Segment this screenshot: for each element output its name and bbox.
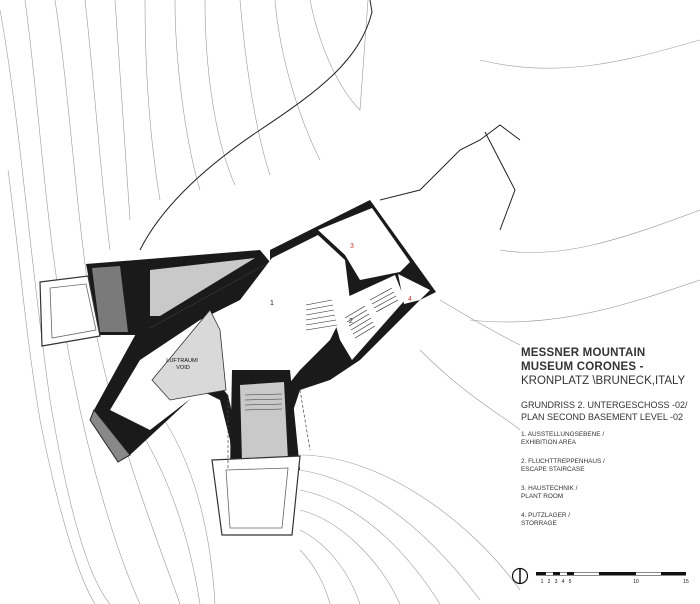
bridge-lower-left — [89, 409, 131, 463]
sheet-title: GRUNDRISS 2. UNTERGESCHOSS -02/ PLAN SEC… — [521, 400, 688, 422]
plant-room — [318, 208, 410, 280]
building — [39, 200, 436, 536]
storage-room — [398, 274, 430, 304]
room-number-4: 4 — [408, 296, 412, 303]
legend-item-line2: EXHIBITION AREA — [521, 439, 577, 446]
bridge-bottom — [211, 455, 301, 536]
legend-item-line1: 2. FLUCHTTREPPENHAUS / — [521, 458, 605, 465]
north-arrow-icon — [511, 567, 529, 585]
void-label: LUFTRAUM/ VOID — [166, 358, 200, 371]
page-subtitle: KRONPLATZ \BRUNECK,ITALY — [521, 375, 686, 387]
legend-list: 1. AUSSTELLUNGSEBENE /EXHIBITION AREA 2.… — [521, 431, 697, 539]
legend-item-line2: STORRAGE — [521, 520, 557, 527]
legend-item: 4. PUTZLAGER /STORRAGE — [521, 512, 697, 528]
scale-tick: 1 — [541, 579, 544, 585]
scale-tick: 4 — [562, 579, 565, 585]
void-area — [151, 309, 227, 401]
scale-tick: 3 — [555, 579, 558, 585]
scale-bar-track — [536, 572, 686, 576]
room-number-3: 3 — [350, 243, 354, 250]
legend-item-line1: 4. PUTZLAGER / — [521, 512, 571, 519]
escape-staircase — [305, 275, 405, 360]
scale-tick: 10 — [633, 579, 639, 585]
legend-item: 3. HAUSTECHNIK /PLANT ROOM — [521, 485, 697, 501]
scale-tick: 15 — [683, 579, 689, 585]
page-title: MESSNER MOUNTAIN MUSEUM CORONES - — [521, 347, 646, 373]
void-label-line2: VOID — [176, 365, 190, 371]
legend-item-line2: ESCAPE STAIRCASE — [521, 466, 585, 473]
legend-item: 2. FLUCHTTREPPENHAUS /ESCAPE STAIRCASE — [521, 458, 697, 474]
legend-item-line2: PLANT ROOM — [521, 493, 564, 500]
room-number-1: 1 — [270, 300, 274, 307]
legend-item-line1: 3. HAUSTECHNIK / — [521, 485, 578, 492]
void-label-line1: LUFTRAUM/ — [166, 358, 198, 364]
scale-ticks: 1 2 3 4 5 10 15 — [541, 579, 689, 585]
room-number-2: 2 — [349, 318, 353, 325]
scale-bar: 1 2 3 4 5 10 15 — [511, 567, 689, 585]
site-outline — [139, 0, 521, 251]
legend-item-line1: 1. AUSSTELLUNGSEBENE / — [521, 431, 605, 438]
bridge-left — [39, 275, 101, 347]
scale-tick: 5 — [569, 579, 572, 585]
legend-item: 1. AUSSTELLUNGSEBENE /EXHIBITION AREA — [521, 431, 697, 447]
scale-tick: 2 — [548, 579, 551, 585]
